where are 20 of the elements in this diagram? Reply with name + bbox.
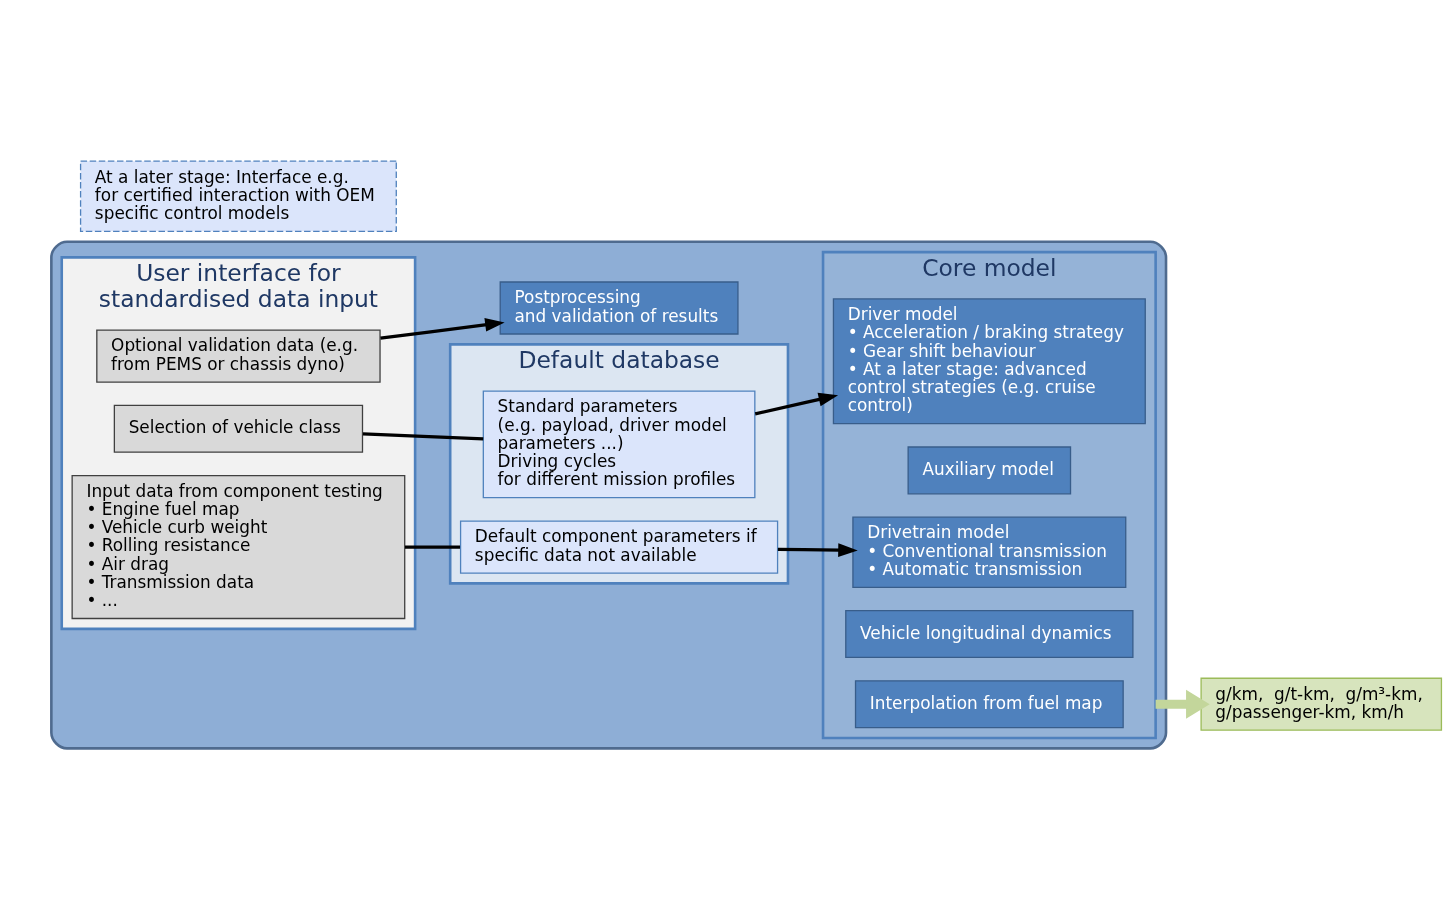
node-box: Drivetrain model • Conventional transmission • Automatic transmission [852,516,1127,588]
node-box: Optional validation data (e.g. from PEMS or chassis dyno) [96,329,381,383]
arrow [1155,689,1210,719]
connector [362,432,484,441]
arrow [754,392,839,416]
node-box: Interpolation from fuel map [854,680,1124,729]
arrow [777,543,858,557]
cluster [50,240,1168,750]
arrow [380,318,505,340]
node-box: Selection of vehicle class [113,404,364,453]
node-box: Driver model • Acceleration / braking strategy • Gear shift behaviour • At a later stage: advanced control strategies (e.g. cruise control) [832,298,1146,425]
connector [405,545,461,549]
node-box: At a later stage: Interface e.g. for certified interaction with OEM specific control models [79,160,397,232]
node-box: Input data from component testing • Engine fuel map • Vehicle curb weight • Rolling resistance • Air drag • Transmission data • ... [71,474,406,620]
node-box: Auxiliary model [907,446,1072,495]
node-box: Standard parameters (e.g. payload, driver model parameters ...) Driving cycles for different mission profiles [482,390,756,499]
node-box: Vehicle longitudinal dynamics [845,610,1134,659]
node-box: Postprocessing and validation of results [499,281,739,335]
node-box: g/km, g/t-km, g/m³-km, g/passenger-km, km/h [1200,677,1443,731]
node-box: Default component parameters if specific data not available [459,520,779,574]
